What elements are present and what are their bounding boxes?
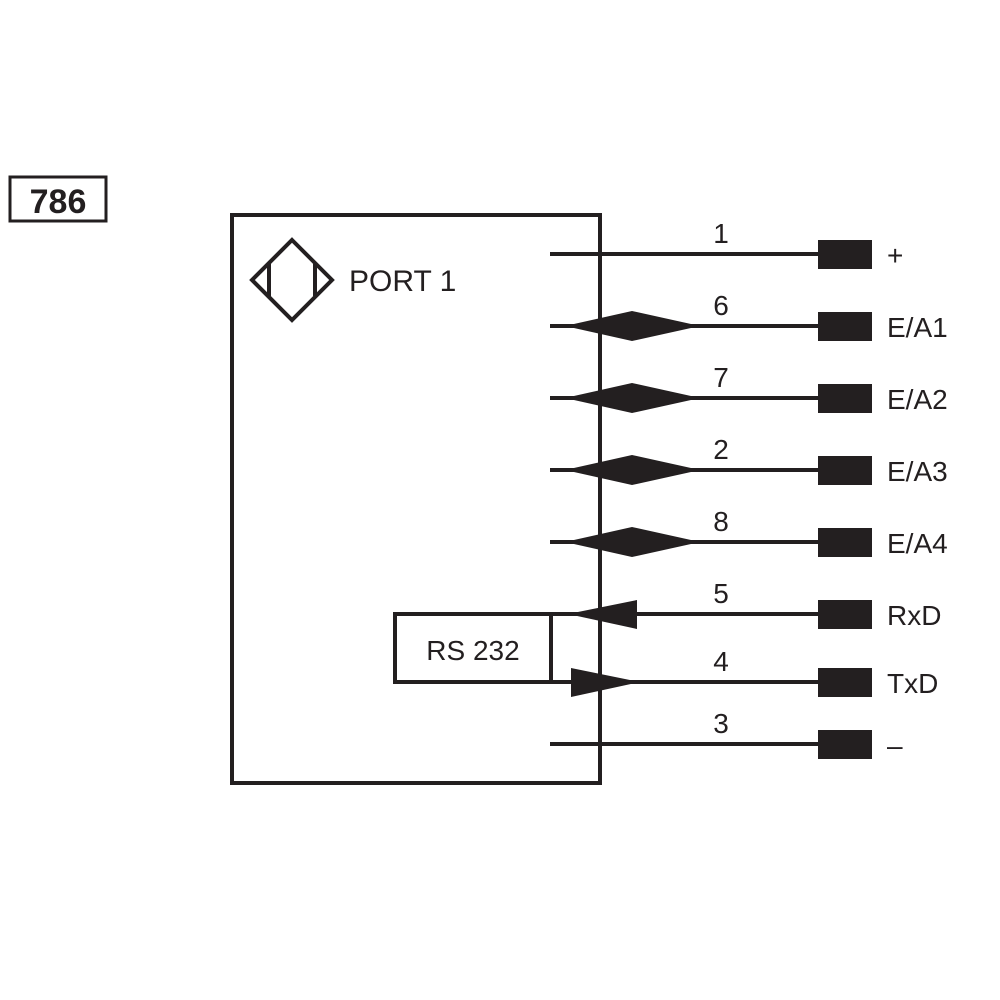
- code-badge-frame: [8, 175, 108, 223]
- pin-row: 1+: [550, 218, 903, 271]
- code-badge-text: 786: [30, 183, 87, 221]
- device-housing: [230, 213, 602, 785]
- pin-number: 2: [713, 434, 729, 465]
- bidirectional-diamond-icon: [565, 311, 700, 341]
- pin-row: 3–: [550, 708, 903, 761]
- pin-row: 7E/A2: [550, 362, 948, 415]
- terminal-block: [818, 312, 872, 341]
- terminal-block: [818, 240, 872, 269]
- pin-number: 4: [713, 646, 729, 677]
- pin-row: 2E/A3: [550, 434, 948, 487]
- terminal-block: [818, 456, 872, 485]
- pin-number: 7: [713, 362, 729, 393]
- input-arrow-icon: [568, 600, 637, 629]
- signal-label: E/A3: [887, 456, 948, 487]
- device-label: PORT 1: [349, 265, 456, 298]
- code-badge: 786: [8, 175, 108, 223]
- output-arrow-icon: [571, 668, 640, 697]
- terminal-block: [818, 384, 872, 413]
- rs232-label: RS 232: [426, 635, 519, 666]
- signal-label: –: [887, 730, 903, 761]
- bidirectional-diamond-icon: [565, 383, 700, 413]
- signal-label: TxD: [887, 668, 938, 699]
- terminal-block: [818, 730, 872, 759]
- signal-label: E/A1: [887, 312, 948, 343]
- pin-number: 6: [713, 290, 729, 321]
- pin-number: 5: [713, 578, 729, 609]
- signal-label: E/A4: [887, 528, 948, 559]
- pin-number: 8: [713, 506, 729, 537]
- pin-row: 6E/A1: [550, 290, 948, 343]
- signal-label: E/A2: [887, 384, 948, 415]
- terminal-block: [818, 528, 872, 557]
- rs232-block: [393, 612, 553, 684]
- terminal-block: [818, 668, 872, 697]
- signal-label: RxD: [887, 600, 941, 631]
- bidirectional-diamond-icon: [565, 527, 700, 557]
- terminal-block: [818, 600, 872, 629]
- bidirectional-diamond-icon: [565, 455, 700, 485]
- pin-row: 8E/A4: [550, 506, 948, 559]
- pin-number: 1: [713, 218, 729, 249]
- pin-number: 3: [713, 708, 729, 739]
- signal-label: +: [887, 240, 903, 271]
- sensor-symbol-icon: [249, 237, 335, 323]
